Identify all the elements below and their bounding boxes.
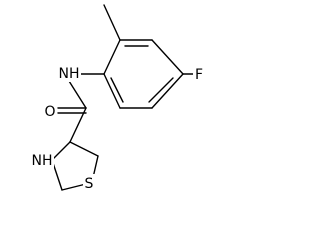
ring-bond bbox=[51, 141, 71, 161]
methyl-bond bbox=[103, 4, 121, 41]
amide-nitrogen-label: NH bbox=[59, 66, 80, 82]
benzene-ring bbox=[103, 39, 184, 109]
ring-bond bbox=[61, 183, 87, 191]
ring-double-bond bbox=[148, 77, 174, 103]
oxygen-label: O bbox=[44, 104, 55, 120]
molecule-structure: NH O F NH S bbox=[30, 4, 205, 192]
ring-bond bbox=[103, 73, 121, 109]
ring-nitrogen-label: NH bbox=[32, 153, 53, 169]
ring-double-bond bbox=[110, 77, 124, 103]
sulfur-label: S bbox=[85, 176, 94, 192]
ring-bond bbox=[151, 39, 184, 75]
ring-bond bbox=[69, 141, 99, 157]
n-carbonyl-bond bbox=[68, 80, 87, 109]
ring-bond bbox=[151, 73, 184, 109]
fluorine-label: F bbox=[195, 67, 203, 83]
carbonyl-ring-bond bbox=[69, 107, 87, 143]
ring-bond bbox=[103, 39, 121, 75]
